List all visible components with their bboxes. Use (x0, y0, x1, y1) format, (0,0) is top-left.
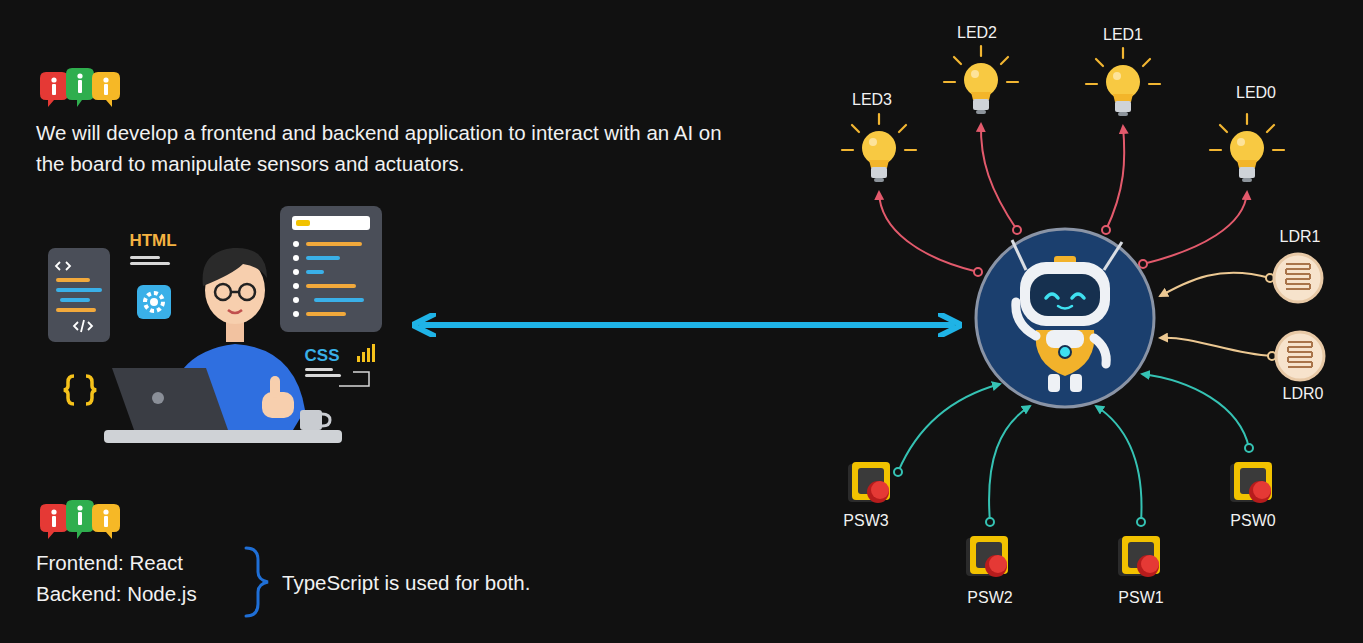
ldr-wires (1160, 273, 1272, 356)
led-bulb (842, 114, 916, 182)
stack-note: Frontend: React (36, 551, 183, 576)
intro-note: We will develop a frontend and backend a… (36, 117, 726, 179)
push-switch (966, 536, 1008, 577)
ldr-sensor (1276, 332, 1324, 380)
tech-tag: HTML (129, 231, 176, 251)
info-icon (40, 500, 120, 539)
ldr-label: LDR1 (1280, 227, 1321, 246)
led-bulb (1086, 48, 1160, 116)
ldr-label: LDR0 (1283, 384, 1324, 403)
brace (246, 548, 268, 616)
led-label: LED3 (852, 90, 892, 109)
stack-note: TypeScript is used for both. (282, 571, 530, 596)
push-switch (848, 462, 890, 503)
developer-illustration (48, 206, 382, 443)
info-icon (40, 68, 120, 107)
push-switch (1230, 462, 1272, 503)
tech-tag: CSS (305, 346, 340, 366)
switch-label: PSW0 (1230, 511, 1275, 530)
switch-label: PSW1 (1118, 588, 1163, 607)
ldr-sensor (1274, 254, 1322, 302)
led-label: LED2 (957, 23, 997, 42)
led-bulb (944, 46, 1018, 114)
link-arrow (422, 322, 952, 328)
switch-label: PSW2 (967, 588, 1012, 607)
led-label: LED1 (1103, 25, 1143, 44)
led-bulb (1210, 114, 1284, 182)
switch-label: PSW3 (843, 511, 888, 530)
led-label: LED0 (1236, 83, 1276, 102)
stack-note: Backend: Node.js (36, 582, 197, 607)
push-switch (1118, 536, 1160, 577)
ai-robot (976, 229, 1154, 407)
